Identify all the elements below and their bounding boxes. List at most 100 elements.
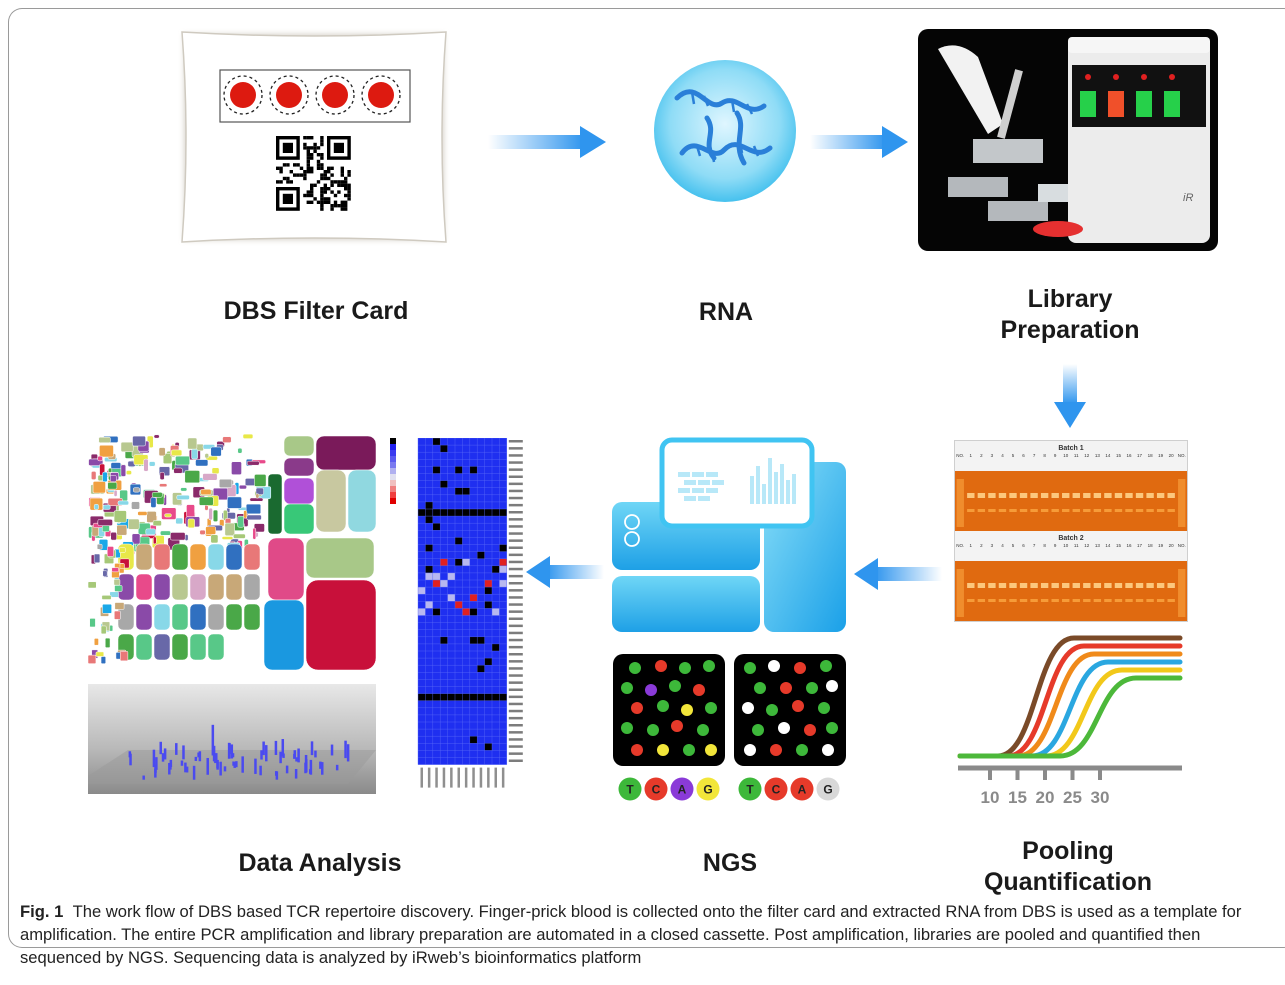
bar3d-bar [281,739,285,757]
label-library-line1: Library [1027,285,1113,313]
treemap-tile [102,471,108,483]
treemap-tile [116,524,128,536]
treemap-tile [119,563,125,569]
ngs-flowcell-left [613,654,725,766]
treemap-tile [93,504,99,510]
base-circle [696,777,720,801]
treemap-tile [315,469,347,533]
bar3d-bar [241,756,244,773]
heatmap-cell [418,509,426,517]
heatmap-cell [432,572,441,580]
treemap-tile [231,461,242,475]
gel-lane-number: 15 [1116,543,1122,548]
base-circle [816,777,840,801]
bar3d-plot [88,684,376,794]
cluster-dot [631,744,643,756]
base-letter: C [772,783,781,797]
label-library-line2: Preparation [1000,316,1140,344]
gel-lane-number: 20 [1169,543,1175,548]
gel-lane-number: 8 [1043,543,1046,548]
gel-lane-number: 1 [970,543,973,548]
treemap-tile [175,517,184,525]
heatmap-legend-swatch [390,498,396,504]
heatmap-cell [432,509,441,517]
label-pooling-line2: Quantification [983,868,1153,896]
bar3d-bar [159,741,163,755]
cluster-dot [822,744,834,756]
cluster-dot [744,662,756,674]
gel-lane-number: 10 [1063,543,1069,548]
treemap-tile [120,441,134,453]
cluster-dot [671,720,683,732]
cluster-dot [766,704,778,716]
cluster-dot [796,744,808,756]
bar3d-bar [168,762,171,775]
treemap-tile [211,467,220,475]
heatmap-cell [477,551,485,559]
bar3d-bar [169,759,173,767]
treemap-tile [171,573,189,601]
heatmap-cell [425,516,433,524]
bar3d-bar [185,766,189,773]
qpcr-tick-label: 20 [1036,788,1055,807]
heatmap-cell [440,558,448,566]
treemap-tile [225,573,243,601]
treemap-tile [93,553,101,564]
gel-lane-number: 19 [1158,453,1164,458]
cluster-dot [778,722,790,734]
treemap-tile [150,497,157,508]
gel-lane-number: 5 [1012,543,1015,548]
label-library: Library Preparation [960,284,1180,346]
treemap-tile [227,496,242,509]
treemap-tile [212,509,219,522]
gel-lane-number: NO. [1178,543,1186,548]
heatmap-legend-swatch [390,468,396,474]
gel-lane-number: 7 [1033,543,1036,548]
treemap-tile [180,487,188,492]
cluster-dot [705,744,717,756]
bar3d-bar [154,768,157,778]
treemap-tile [119,651,129,662]
treemap-tile [126,470,132,475]
treemap-tile [210,446,222,457]
cluster-dot [703,660,715,672]
gel-lane-number: 14 [1105,453,1111,458]
heatmap-cell [432,438,441,446]
heatmap-cell [469,509,478,517]
treemap-tile [224,522,235,536]
treemap-tile [225,603,243,631]
heatmap-cell [440,480,448,488]
treemap-tile [153,543,171,571]
treemap-tile [263,599,305,670]
treemap-tile [113,489,118,497]
treemap-tile [243,510,248,519]
cluster-dot [657,700,669,712]
ngs-flowcell-right [734,654,846,766]
bar3d-bar [285,765,289,774]
heatmap-cell [425,544,433,552]
gel-lane-number: 13 [1095,453,1101,458]
treemap-tile [175,455,190,466]
bar3d-bar [161,753,165,762]
arrow-ngs-to-analysis [524,552,604,597]
treemap-tile [283,503,315,535]
treemap-tile [222,436,232,443]
gel-lane-number: 4 [1001,543,1004,548]
heatmap-cell [477,636,485,644]
heatmap-cell [425,693,433,701]
cluster-dot [752,724,764,736]
arrow-library-to-pooling [1050,364,1090,435]
treemap-tile [128,518,140,530]
base-letter: A [678,783,687,797]
bar3d-bar [213,753,216,759]
ngs-device [610,436,852,636]
bar3d-bar [293,750,297,758]
heatmap-cell [447,594,455,602]
treemap-tile [88,581,97,589]
treemap-tile [255,487,264,495]
treemap-tile [162,453,173,464]
cluster-dot [669,680,681,692]
blood-spots [223,75,401,115]
qpcr-tick-label: 15 [1008,788,1027,807]
